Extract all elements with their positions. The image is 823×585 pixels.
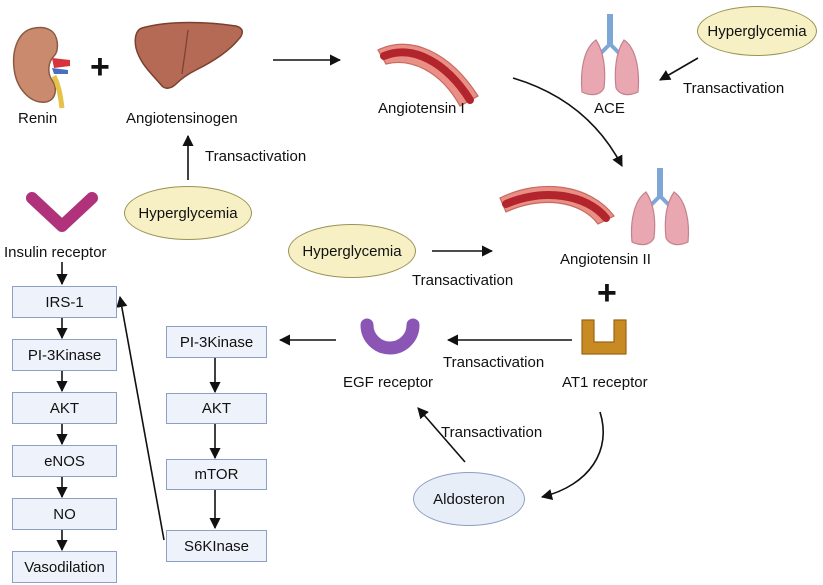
insulin-pathway-step: IRS-1 [12,286,117,318]
transactivation-label: Transactivation [412,272,514,289]
arrow-s6k-to-irs1 [116,295,165,541]
egf-pathway-step: AKT [166,393,267,424]
blood-vessel-icon [499,185,615,225]
arrow-angiotensin-i-to-angiotensin-ii [512,77,623,167]
aldosteron-node: Aldosteron [413,472,525,526]
egf-pathway-step: S6KInase [166,530,267,562]
insulin-receptor-icon [26,192,98,232]
lungs-icon [630,168,690,246]
insulin-receptor-label: Insulin receptor [4,244,107,261]
insulin-pathway-step: AKT [12,392,117,424]
angiotensin-ii-label: Angiotensin II [560,251,651,268]
arrows [56,54,699,552]
hyperglycemia-node: Hyperglycemia [288,224,416,278]
arrow-aldosteron-to-egf [417,407,466,463]
blood-vessel-icon [377,43,479,107]
egf-pathway-step: PI-3Kinase [166,326,267,358]
egf-pathway-step: mTOR [166,459,267,490]
hyperglycemia-node: Hyperglycemia [697,6,817,56]
insulin-pathway-step: Vasodilation [12,551,117,583]
angiotensin-i-label: Angiotensin I [378,100,465,117]
insulin-pathway-step: eNOS [12,445,117,477]
insulin-pathway-step: NO [12,498,117,530]
insulin-pathway-step: PI-3Kinase [12,339,117,371]
transactivation-label: Transactivation [683,80,785,97]
arrow-hyperglycemia-to-ace [659,57,699,81]
liver-icon [134,21,243,89]
transactivation-label: Transactivation [443,354,545,371]
lungs-icon [580,14,640,96]
plus-sign: + [597,274,617,312]
egf-receptor-icon [360,318,420,355]
plus-sign: + [90,48,110,86]
hyperglycemia-node: Hyperglycemia [124,186,252,240]
transactivation-label: Transactivation [205,148,307,165]
angiotensinogen-label: Angiotensinogen [126,110,238,127]
transactivation-label: Transactivation [441,424,543,441]
egf-receptor-label: EGF receptor [343,374,434,391]
arrow-at1-to-aldosteron [540,411,605,500]
at1-receptor-icon [581,319,627,355]
kidney-icon [12,26,70,109]
renin-label: Renin [18,110,58,127]
at1-receptor-label: AT1 receptor [562,374,648,391]
ace-label: ACE [594,100,625,117]
